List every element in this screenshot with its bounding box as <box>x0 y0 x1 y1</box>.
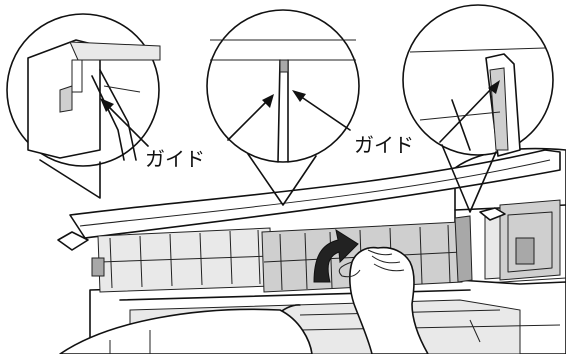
air-filter-left <box>92 228 272 292</box>
callout-left <box>7 14 160 198</box>
guide-label-left: ガイド <box>145 147 205 171</box>
callout-center <box>207 10 359 205</box>
guide-label-right: ガイド <box>354 133 414 157</box>
